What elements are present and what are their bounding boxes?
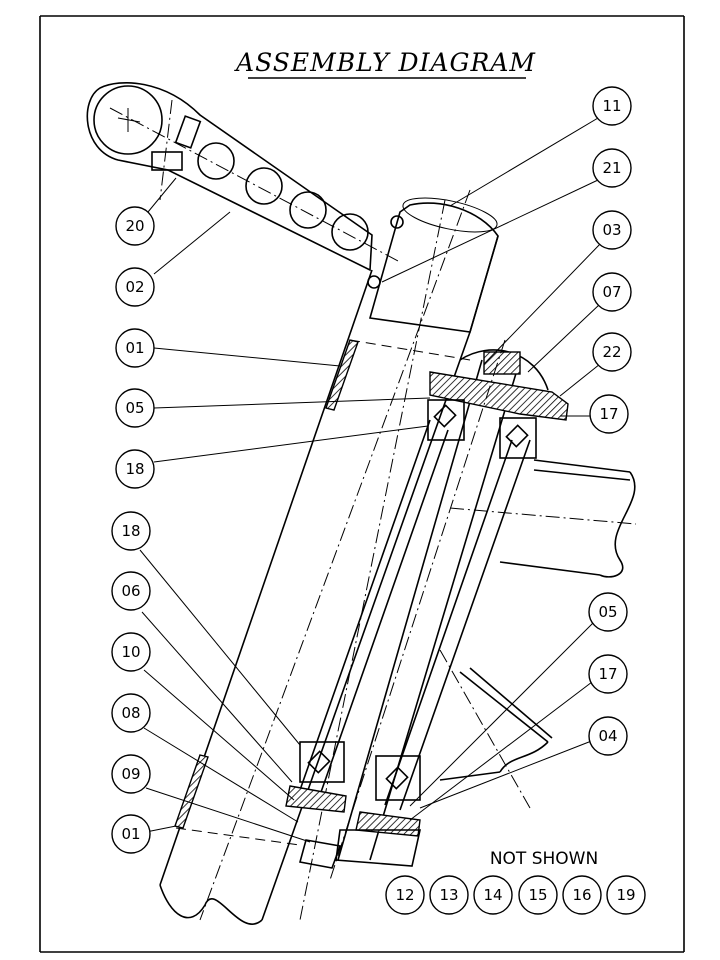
- callout: 18: [111, 511, 151, 551]
- not-shown-item-label: 14: [483, 886, 502, 904]
- callout-label: 18: [121, 522, 140, 540]
- callout: 09: [111, 754, 151, 794]
- leader-lines: [139, 117, 603, 843]
- stem-arm: [86, 82, 401, 272]
- callout: 05: [115, 388, 155, 428]
- callout-label: 05: [125, 399, 144, 417]
- callout-label: 03: [602, 221, 621, 239]
- callout: 03: [592, 210, 632, 250]
- steerer-assembly: [285, 339, 569, 881]
- callout: 17: [588, 654, 628, 694]
- callout: 06: [111, 571, 151, 611]
- callout-label: 08: [121, 704, 140, 722]
- callout: 04: [588, 716, 628, 756]
- callout-label: 11: [602, 97, 621, 115]
- not-shown-item-label: 19: [616, 886, 635, 904]
- not-shown-item: 14: [473, 875, 513, 915]
- callout-label: 17: [598, 665, 617, 683]
- callout: 07: [592, 272, 632, 312]
- not-shown-item: 16: [562, 875, 602, 915]
- diagram-title: ASSEMBLY DIAGRAM: [234, 48, 536, 77]
- callout: 01: [111, 814, 151, 854]
- callout: 18: [115, 449, 155, 489]
- callout-label: 06: [121, 582, 140, 600]
- callout-label: 22: [602, 343, 621, 361]
- callout-label: 02: [125, 278, 144, 296]
- column-clamp: [367, 197, 499, 333]
- callout: 21: [592, 148, 632, 188]
- not-shown-item: 12: [385, 875, 425, 915]
- not-shown-item-label: 15: [528, 886, 547, 904]
- not-shown-item-label: 12: [395, 886, 414, 904]
- callout: 11: [592, 86, 632, 126]
- callout: 10: [111, 632, 151, 672]
- outer-tube: [159, 189, 471, 925]
- not-shown-item: 13: [429, 875, 469, 915]
- frame-tube-lower: [439, 649, 553, 809]
- callout-label: 05: [598, 603, 617, 621]
- sheet-border: [39, 15, 685, 953]
- callout-label: 17: [599, 405, 618, 423]
- callout: 08: [111, 693, 151, 733]
- not-shown-item: 15: [518, 875, 558, 915]
- callout: 22: [592, 332, 632, 372]
- callout: 02: [115, 267, 155, 307]
- callout-label: 01: [125, 339, 144, 357]
- not-shown-item-label: 16: [572, 886, 591, 904]
- callout-label: 21: [602, 159, 621, 177]
- callout-label: 04: [598, 727, 617, 745]
- not-shown-item: 19: [606, 875, 646, 915]
- callout: 05: [588, 592, 628, 632]
- callout-label: 01: [121, 825, 140, 843]
- callout-label: 10: [121, 643, 140, 661]
- callout-label: 09: [121, 765, 140, 783]
- frame-tube-upper: [449, 459, 637, 578]
- callout: 17: [589, 394, 629, 434]
- callout-label: 20: [125, 217, 144, 235]
- not-shown-label: NOT SHOWN: [490, 849, 598, 869]
- callout: 01: [115, 328, 155, 368]
- callout-label: 07: [602, 283, 621, 301]
- not-shown-item-label: 13: [439, 886, 458, 904]
- callout-label: 18: [125, 460, 144, 478]
- callout: 20: [115, 206, 155, 246]
